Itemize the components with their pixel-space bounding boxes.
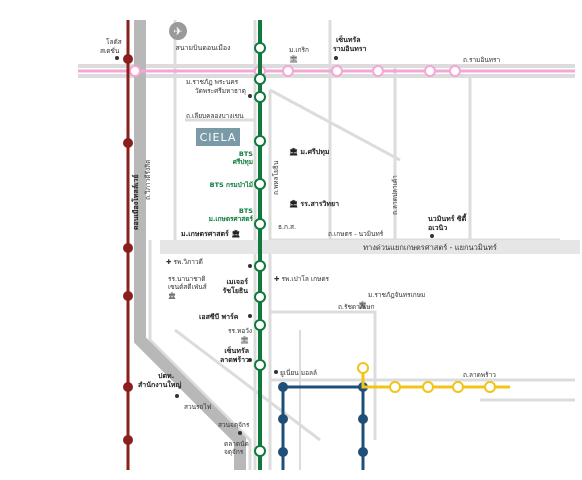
place-jj-market: ตลาดนัดจตุจักร (224, 440, 249, 456)
place-ptt: ปตท.สำนักงานใหญ่ (138, 372, 181, 389)
place-baac: ธ.ก.ส. (278, 223, 296, 231)
place-rajabhat-phranakhon: ม.ราชภัฏ พระนคร (186, 78, 239, 86)
expressway-band (160, 240, 580, 254)
place-rajamangala: ม.ราชภัฏจันทรเกษม (368, 291, 425, 299)
poi-dots (175, 94, 278, 435)
road-label-lat-pla-khao: ถ.ลาดปลาเค้า (391, 175, 399, 215)
place-navamin-city: นวมินทร์ ซิตี้อเวนิว (428, 212, 467, 232)
road-label-ladprao: ถ.ลาดพร้าว (463, 371, 496, 379)
place-vibhavadi-hospital: ✚ รพ.วิภาวดี (166, 258, 203, 266)
road-label-tollway: ดอนเมืองโทลล์เวย์ (131, 174, 140, 230)
road-label-vibhavadi: ถ.วิภาวดีรังสิต (144, 160, 152, 200)
expressway-label: ทางด่วนแยกเกษตรศาสตร์ - แยกนวมินทร์ (363, 243, 497, 252)
project-marker: CIELA (196, 128, 240, 146)
place-st-stephens: รร.นานาชาติเซนต์สตีเฟ่นส์🏛 (168, 275, 207, 300)
place-kasetsart-univ: ม.เกษตรศาสตร์ 🏛 (181, 229, 240, 238)
pink-line (78, 65, 575, 77)
road-label-kaset-nawamin: ถ.เกษตร - นวมินทร์ (328, 230, 384, 238)
place-central-ladprao: เซ็นทรัลลาดพร้าว (220, 346, 249, 364)
road-label-ratchadaphisek: ถ.รัชดาภิเษก (338, 303, 375, 311)
project-name: CIELA (200, 131, 237, 144)
place-suan-rotfai: สวนรถไฟ (184, 403, 212, 411)
place-horwang: รร.หอวัง (228, 327, 252, 335)
place-central-ramindra: เซ็นทรัลรามอินทรา (333, 35, 367, 53)
place-major-ratchayothin: เมเจอร์รัชโยธิน (223, 277, 249, 295)
road-label-phahonyothin: ถ.พหลโยธิน (272, 160, 280, 195)
bts-bang-bua: BTS กรมป่าไม้ (210, 180, 253, 189)
place-sarawittaya: 🏛 รร.สารวิทยา (289, 199, 339, 208)
green-line (254, 20, 266, 470)
red-line (123, 20, 133, 470)
university-icon: 🏛 (289, 55, 298, 63)
place-suan-chatuchak: สวนจตุจักร (218, 421, 250, 429)
university-icon-2: 🏛 (358, 301, 367, 309)
school-icon: 🏛 (240, 336, 249, 344)
place-paolo-hospital: ✚ รพ.เปาโล เกษตร (274, 275, 330, 283)
place-sripathum-univ: 🏛 ม.ศรีปทุม (289, 147, 330, 156)
airport-label: สนามบินดอนเมือง (176, 44, 231, 52)
road-label-klong-bang-khen: ถ.เลียบคลองบางเขน (186, 112, 244, 120)
svg-text:✈: ✈ (173, 25, 182, 38)
airport-icon: ✈ (169, 22, 187, 40)
yellow-line (357, 362, 510, 393)
place-scb-park: เอสซีบี พาร์ค (199, 312, 239, 321)
don-mueang-tollway (134, 20, 246, 470)
place-mor-krik: ม.เกริก (289, 46, 309, 54)
blue-line (278, 382, 368, 470)
road-label-ramindra: ถ.รามอินทรา (463, 56, 501, 64)
place-union-mall: ยูเนี่ยน มอลล์ (280, 368, 317, 377)
place-wat-phra-sri: วัดพระศรีมหาธาตุ (195, 87, 246, 95)
place-lotus: โลตัสสเตชั่น (100, 38, 122, 55)
